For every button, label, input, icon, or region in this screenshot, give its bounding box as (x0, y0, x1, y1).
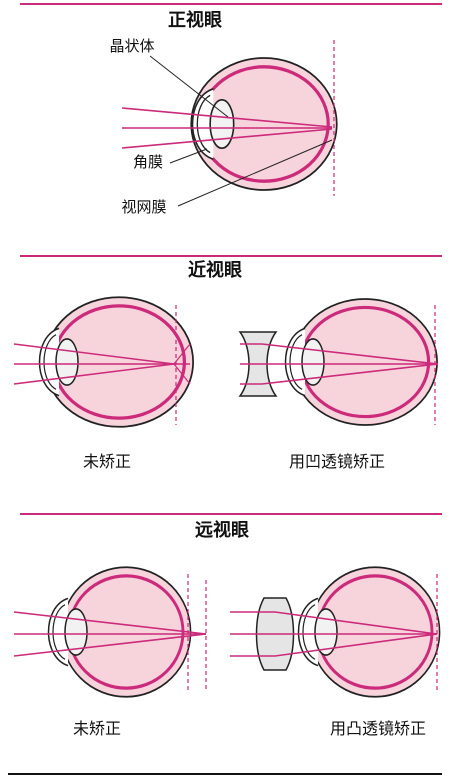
myopia-corrected-eye (238, 297, 439, 427)
hyperopia-uncorrected-eye (13, 565, 207, 699)
label-lens: 晶状体 (109, 37, 154, 55)
normal-eye (121, 40, 339, 196)
title-hyperopia: 远视眼 (195, 519, 249, 541)
label-cornea: 角膜 (133, 153, 163, 171)
title-normal: 正视眼 (168, 9, 222, 31)
hyperopia-corrected-eye (230, 565, 442, 699)
myopia-uncorrected-eye (13, 295, 195, 429)
caption-myopia-corrected: 用凹透镜矫正 (289, 452, 385, 471)
caption-hyperopia-corrected: 用凸透镜矫正 (330, 719, 426, 738)
leader-lines (149, 55, 333, 207)
label-retina: 视网膜 (121, 198, 166, 216)
title-myopia: 近视眼 (188, 259, 242, 281)
caption-hyperopia-uncorrected: 未矫正 (73, 719, 121, 738)
caption-myopia-uncorrected: 未矫正 (83, 452, 131, 471)
